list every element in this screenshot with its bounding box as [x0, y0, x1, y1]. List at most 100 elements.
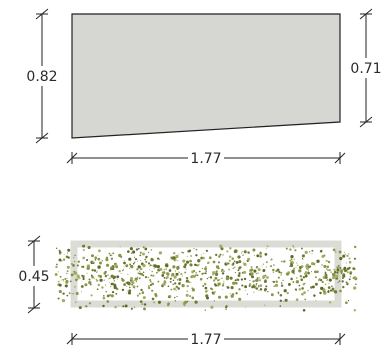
speckle-dot [157, 300, 162, 304]
speckle-dot [106, 300, 110, 303]
speckle-dot [64, 284, 68, 288]
speckle-dot [102, 296, 106, 300]
speckle-dot [115, 292, 118, 295]
speckle-dot [253, 269, 257, 273]
speckle-dot [195, 271, 197, 274]
speckle-dot [129, 259, 131, 261]
speckle-dot [73, 270, 76, 273]
speckle-dot [327, 269, 329, 271]
speckle-dot [69, 280, 72, 283]
speckle-dot [101, 286, 104, 289]
speckle-dot [188, 281, 191, 283]
speckle-dot [252, 284, 256, 289]
speckle-dot [247, 257, 251, 261]
speckle-dot [214, 276, 218, 280]
speckle-dot [72, 273, 75, 275]
speckle-dot [352, 267, 356, 270]
speckle-dot [212, 260, 216, 264]
speckle-dot [109, 277, 111, 280]
speckle-dot [282, 279, 284, 281]
speckle-dot [81, 291, 83, 293]
speckle-dot [291, 269, 295, 274]
speckle-dot [110, 257, 114, 260]
speckle-dot [194, 300, 198, 304]
speckle-dot [212, 279, 216, 282]
speckle-dot [195, 254, 198, 257]
speckle-dot [226, 250, 229, 253]
speckle-dot [241, 250, 243, 252]
speckle-dot [310, 286, 313, 289]
speckle-dot [319, 291, 322, 295]
speckle-dot [213, 300, 215, 302]
speckle-dot [215, 273, 217, 275]
speckle-dot [61, 260, 63, 262]
speckle-dot [280, 271, 283, 274]
speckle-dot [313, 263, 316, 266]
speckle-dot [162, 271, 166, 274]
speckle-dot [304, 274, 308, 278]
speckle-dot [301, 287, 303, 289]
speckle-dot [118, 269, 121, 273]
speckle-dot [243, 262, 247, 267]
speckle-dot [170, 274, 173, 277]
speckle-dot [341, 273, 343, 275]
speckle-dot [63, 258, 66, 261]
speckle-dot [132, 286, 135, 289]
speckle-dot [190, 255, 192, 257]
speckle-dot [336, 271, 339, 274]
speckle-dot [261, 265, 263, 267]
speckle-dot [97, 274, 101, 278]
speckle-dot [59, 275, 62, 278]
speckle-dot [135, 248, 139, 251]
speckle-dot [258, 287, 260, 289]
speckle-dot [222, 288, 224, 290]
speckle-dot [348, 278, 351, 281]
speckle-dot [109, 254, 112, 257]
speckle-dot [234, 266, 236, 268]
speckle-dot [147, 251, 150, 254]
speckle-dot [207, 289, 209, 291]
speckle-dot [181, 275, 183, 277]
speckle-dot [90, 274, 93, 277]
speckle-dot [164, 264, 167, 267]
speckle-dot [272, 269, 274, 271]
speckle-dot [134, 277, 138, 281]
speckle-dot [156, 264, 160, 269]
speckle-dot [196, 264, 200, 267]
speckle-dot [304, 298, 307, 301]
speckle-dot [153, 264, 157, 268]
speckle-dot [96, 271, 98, 273]
speckle-dot [156, 271, 158, 274]
speckle-dot [295, 266, 297, 268]
speckle-dot [172, 251, 176, 255]
speckle-dot [314, 282, 318, 286]
speckle-dot [108, 252, 111, 255]
speckle-dot [178, 253, 180, 255]
speckle-dot [354, 257, 356, 260]
speckle-dot [143, 307, 146, 311]
speckle-dot [88, 278, 91, 281]
speckle-dot [313, 294, 316, 297]
speckle-dot [253, 283, 255, 286]
speckle-dot [231, 257, 234, 260]
speckle-dot [137, 247, 140, 250]
speckle-dot [63, 254, 65, 255]
speckle-dot [139, 251, 142, 254]
speckle-dot [73, 256, 75, 259]
speckle-dot [139, 300, 143, 303]
speckle-dot [136, 268, 139, 271]
speckle-dot [97, 255, 99, 257]
speckle-dot [181, 283, 185, 288]
speckle-dot [290, 277, 293, 281]
speckle-dot [82, 277, 85, 281]
speckle-dot [82, 248, 85, 252]
speckle-dot [332, 276, 335, 280]
speckle-dot [215, 253, 218, 257]
speckle-dot [218, 255, 221, 258]
speckle-dot [200, 254, 202, 256]
speckle-dot [304, 271, 308, 275]
speckle-dot [174, 282, 177, 285]
speckle-dot [184, 263, 187, 266]
speckle-dot [205, 266, 207, 268]
speckle-dot [167, 304, 170, 307]
